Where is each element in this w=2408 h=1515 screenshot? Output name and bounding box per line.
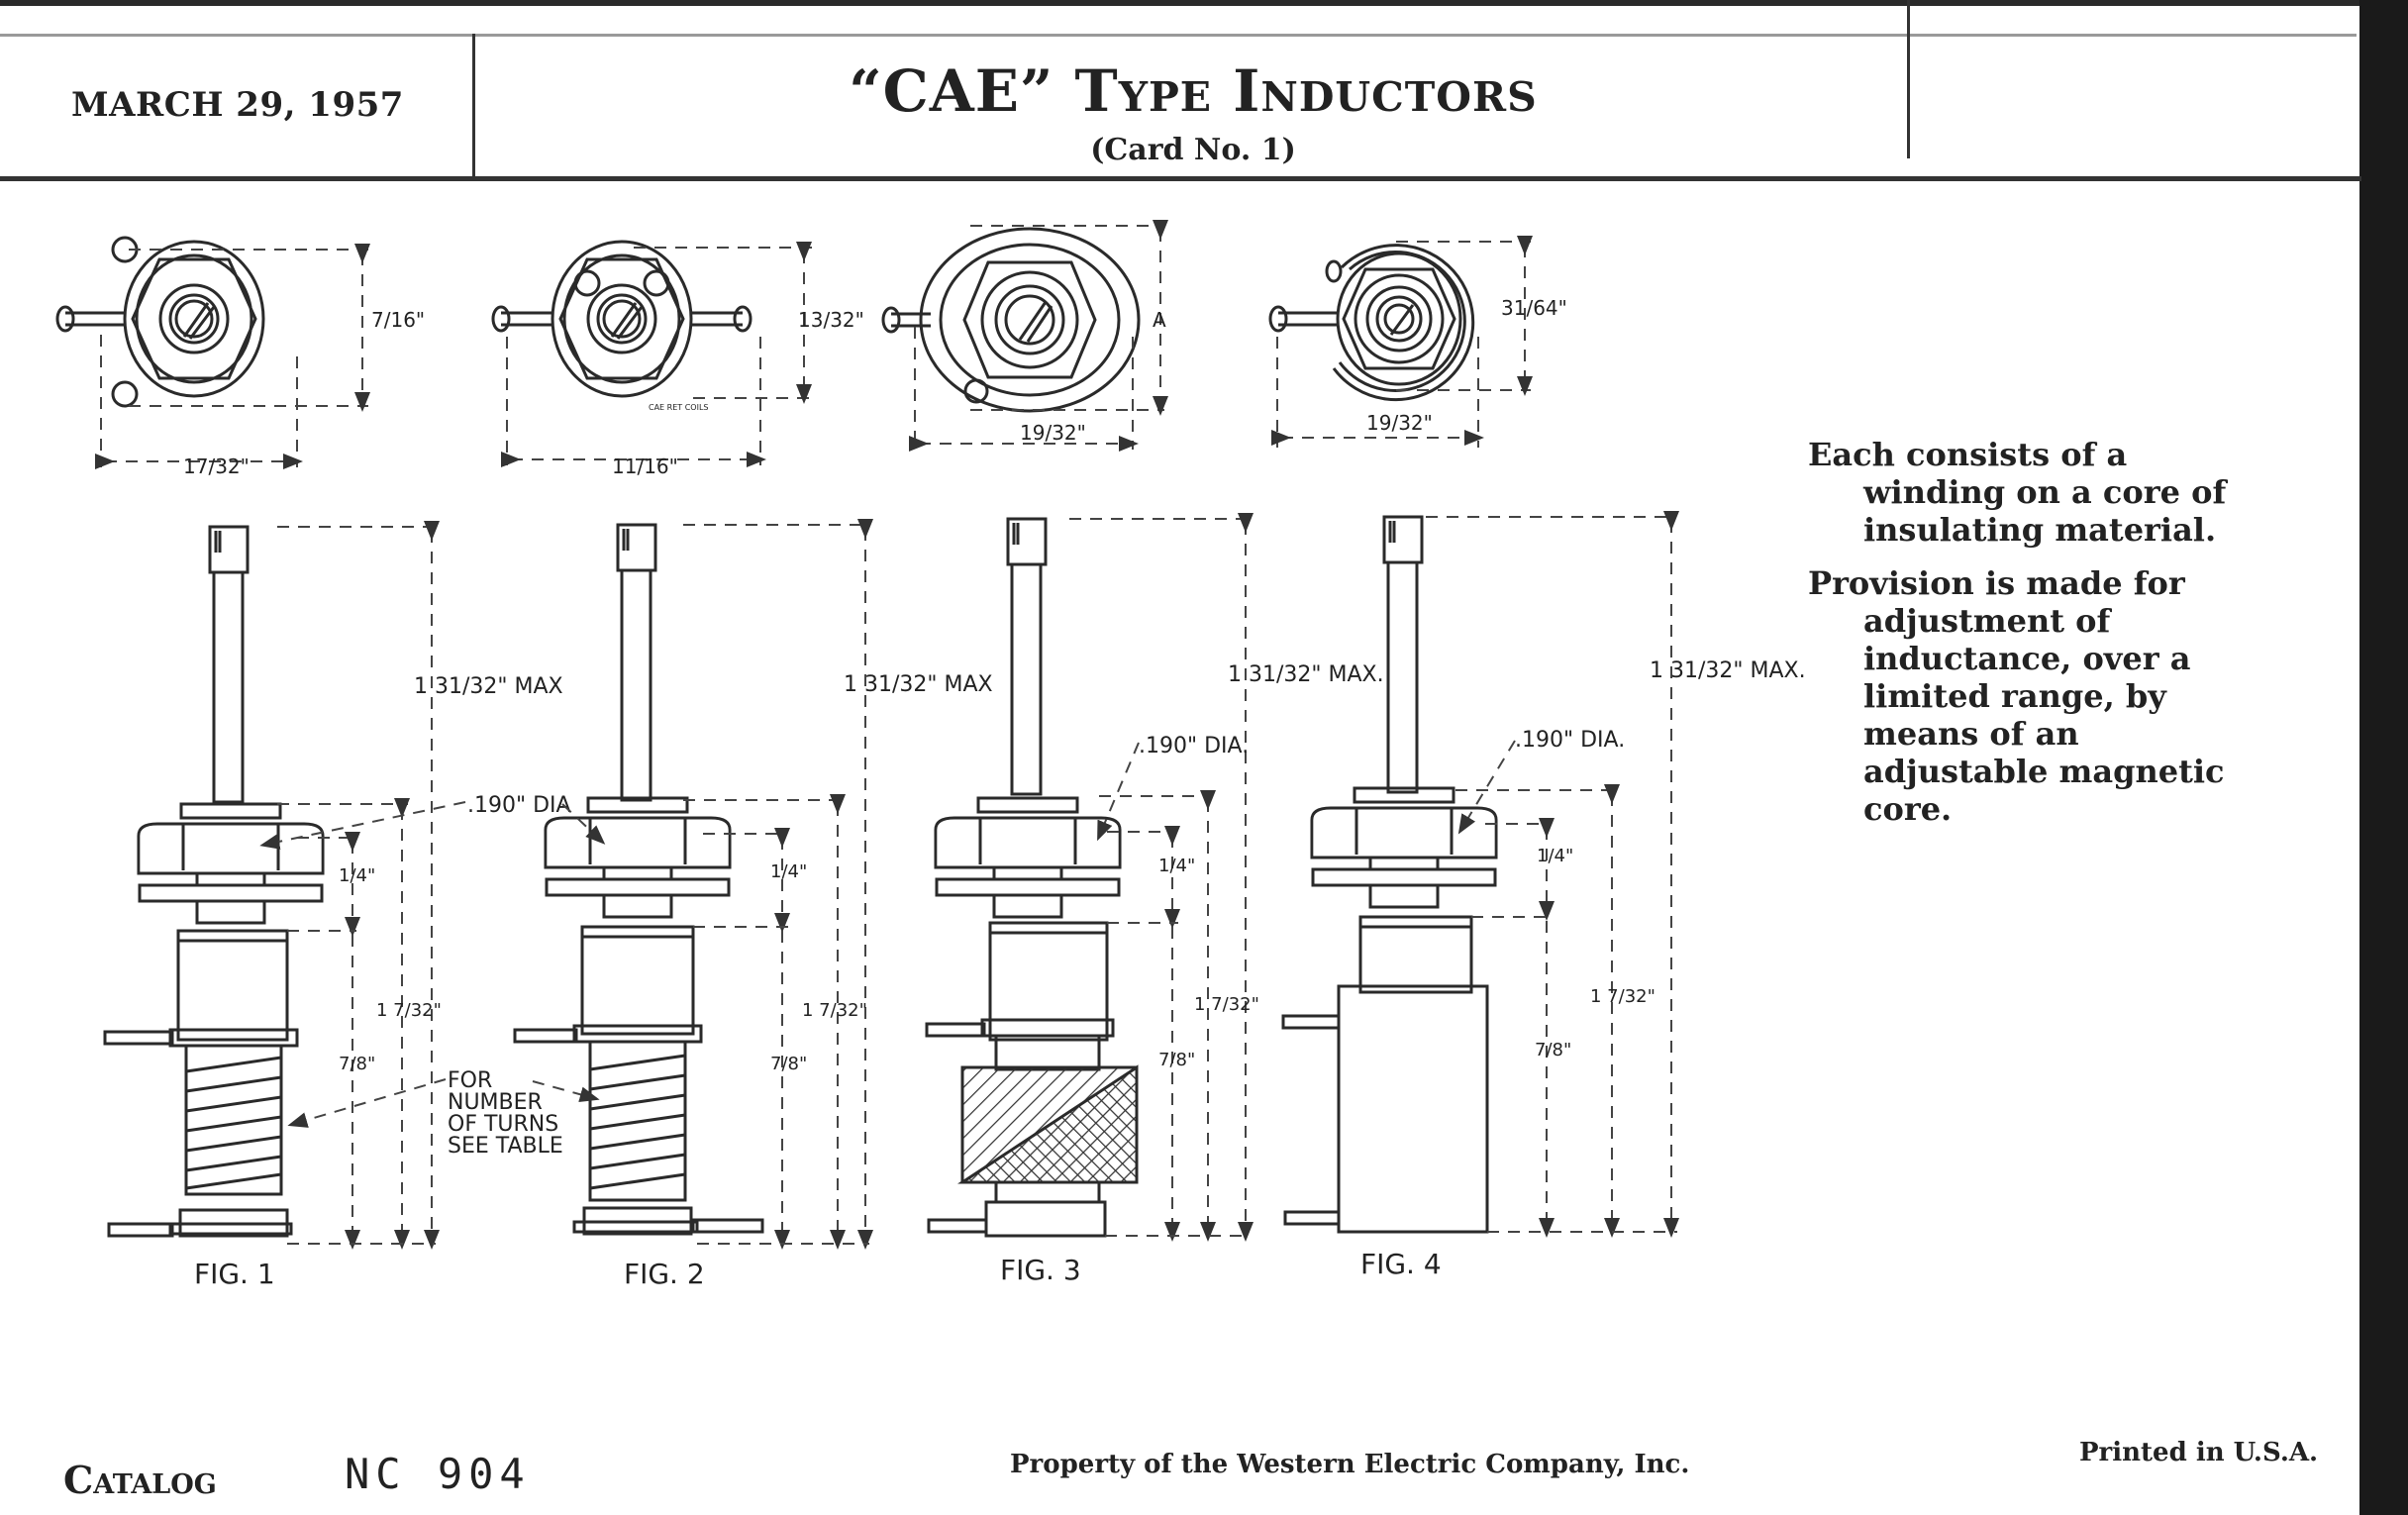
fig3-top-height-dim: A [1153, 308, 1166, 332]
description-paragraph: Provision is made for adjustment of indu… [1808, 564, 2225, 828]
fig2-coil-dim: 7/8" [770, 1054, 807, 1074]
card-top-edge [0, 0, 2376, 6]
fig3-coil-dim: 7/8" [1158, 1050, 1195, 1070]
fig2-side-dimensions [532, 519, 873, 1250]
card-number: (Card No. 1) [1090, 133, 1296, 167]
fig3-side-dimensions [1069, 513, 1254, 1242]
fig4-top-height-dim: 31/64" [1501, 296, 1567, 320]
page-title: “CAE” Type Inductors [849, 57, 1538, 125]
fig2-top-width-dim: 11/16" [612, 454, 678, 478]
turns-note-line: NUMBER [448, 1090, 543, 1115]
fig2-top-height-dim: 13/32" [798, 308, 864, 332]
fig1-top-dimensions [95, 244, 370, 469]
turns-note-line: SEE TABLE [448, 1134, 563, 1159]
fig4-top-width-dim: 19/32" [1366, 411, 1433, 435]
fig1-top-height-dim: 7/16" [371, 308, 425, 332]
turns-note-line: OF TURNS [448, 1112, 558, 1137]
fig3-diameter-note: .190" DIA. [1139, 734, 1249, 758]
fig1-top-width-dim: 17/32" [183, 454, 250, 478]
fig4-label: FIG. 4 [1360, 1248, 1442, 1280]
fig2-overall-dim: 1 31/32" MAX [844, 672, 993, 697]
catalog-number: NC 904 [345, 1450, 531, 1498]
fig2-top-dimensions [501, 242, 812, 467]
fig3-top-dimensions [909, 220, 1168, 452]
printed-notice: Printed in U.S.A. [2079, 1438, 2319, 1467]
fig4-diameter-note: .190" DIA. [1515, 728, 1625, 753]
fig2-bushing-dim: 1/4" [770, 861, 807, 882]
fig1-diameter-note: .190" DIA [467, 793, 571, 818]
fig2-body-dim: 1 7/32" [802, 1000, 867, 1021]
fig4-side-dimensions [1426, 511, 1679, 1238]
card-date: MARCH 29, 1957 [71, 85, 404, 125]
fig1-side-dimensions [259, 521, 466, 1250]
fig3-bushing-dim: 1/4" [1158, 856, 1195, 876]
fig3-overall-dim: 1 31/32" MAX. [1228, 662, 1384, 687]
property-notice: Property of the Western Electric Company… [1010, 1450, 1690, 1479]
fig4-bushing-dim: 1/4" [1537, 846, 1573, 866]
catalog-label: Catalog [63, 1458, 217, 1502]
fig2-side-view [513, 523, 764, 1236]
header-top-rule [0, 34, 2357, 37]
fig4-overall-dim: 1 31/32" MAX. [1650, 658, 1806, 683]
fig4-body-dim: 1 7/32" [1590, 986, 1656, 1007]
fig1-coil-dim: 7/8" [339, 1054, 375, 1074]
description-paragraph: Each consists of a winding on a core of … [1808, 436, 2227, 549]
fig4-top-view [1268, 244, 1475, 402]
turns-note-line: FOR [448, 1068, 492, 1093]
fig3-top-width-dim: 19/32" [1020, 421, 1086, 445]
header-bottom-rule [0, 176, 2361, 181]
fig1-bushing-dim: 1/4" [339, 865, 375, 886]
fig3-top-view [881, 227, 1141, 413]
fig2-label: FIG. 2 [624, 1258, 705, 1290]
description: Each consists of a winding on a core of … [1808, 436, 2263, 844]
fig4-side-view [1281, 515, 1498, 1234]
fig2-top-stamp: CAE RET COILS [649, 403, 708, 412]
header-divider-right [1907, 0, 1910, 158]
fig1-side-view [103, 525, 325, 1238]
fig3-side-view [925, 517, 1139, 1238]
fig1-body-dim: 1 7/32" [376, 1000, 442, 1021]
fig2-top-view [491, 240, 752, 398]
fig1-top-view [55, 236, 265, 408]
fig1-overall-dim: 1 31/32" MAX [414, 674, 563, 699]
fig4-top-dimensions [1271, 236, 1533, 448]
header-divider-left [472, 34, 475, 178]
fig3-label: FIG. 3 [1000, 1254, 1081, 1286]
fig1-label: FIG. 1 [194, 1258, 275, 1290]
fig4-coil-dim: 7/8" [1535, 1040, 1571, 1060]
scan-background-edge [2359, 0, 2408, 1515]
fig3-body-dim: 1 7/32" [1194, 994, 1259, 1015]
